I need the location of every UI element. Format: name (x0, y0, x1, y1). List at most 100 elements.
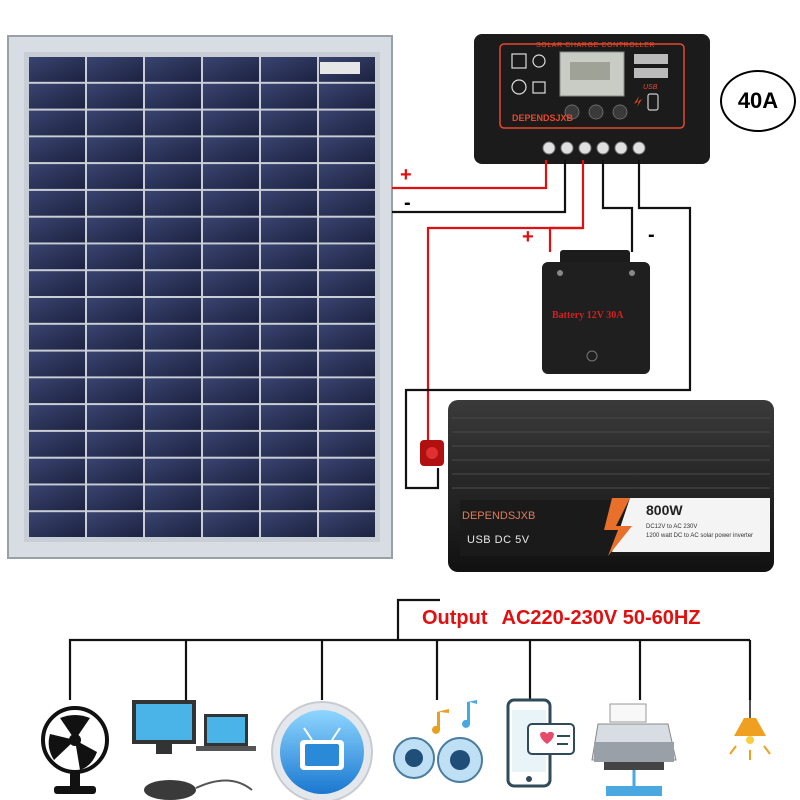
solar-cell (87, 378, 143, 404)
solar-cell (319, 244, 375, 270)
controller-button-2[interactable] (588, 104, 604, 120)
solar-cell (203, 485, 259, 511)
inverter-description-2: 1200 watt DC to AC solar power inverter (646, 533, 754, 539)
wire-battery-negative (601, 160, 634, 252)
solar-cell (319, 298, 375, 323)
solar-cell (145, 298, 201, 323)
solar-cell (261, 405, 317, 430)
controller-usb-label: USB (643, 84, 658, 91)
controller-button-3[interactable] (612, 104, 628, 120)
wire-inverter-negative (404, 160, 692, 490)
settings-gear-icon (532, 54, 546, 68)
wire-output (396, 598, 440, 640)
solar-cell (29, 244, 85, 270)
solar-cell (203, 378, 259, 404)
controller-button-1[interactable] (564, 104, 580, 120)
solar-cell (319, 217, 375, 243)
solar-cell (87, 485, 143, 511)
solar-cell (319, 485, 375, 511)
solar-cell (261, 431, 317, 457)
battery-positive-sign: + (522, 226, 534, 248)
solar-cell (261, 110, 317, 136)
solar-cell (203, 271, 259, 296)
solar-cell (203, 137, 259, 163)
wire-inverter-positive (426, 226, 583, 440)
solar-cell (145, 217, 201, 243)
lightning-icon (634, 96, 642, 107)
solar-cell (203, 324, 259, 350)
solar-cell (29, 57, 85, 82)
solar-cell (203, 458, 259, 484)
solar-cell (261, 351, 317, 377)
solar-cell (203, 431, 259, 457)
phone-icon (506, 698, 575, 788)
solar-cell (203, 57, 259, 82)
solar-cell (87, 83, 143, 109)
mode-icon (511, 53, 527, 69)
solar-cell (261, 485, 317, 511)
battery-terminal-positive (557, 270, 563, 276)
solar-cell (87, 190, 143, 216)
solar-cell (319, 110, 375, 136)
solar-cell (261, 298, 317, 323)
wiring (68, 160, 752, 700)
battery-label: Battery 12V 30A (552, 310, 624, 321)
solar-cell (261, 324, 317, 350)
inverter-brand: DEPENDSJXB (462, 510, 536, 522)
solar-cell (29, 137, 85, 163)
solar-cell (29, 83, 85, 109)
solar-cell (29, 110, 85, 136)
current-rating-text: 40A (737, 88, 779, 113)
solar-cell (261, 57, 317, 82)
controller-title: SOLAR CHARGE CONTROLLER (536, 42, 656, 49)
solar-cell (87, 351, 143, 377)
solar-cell (319, 190, 375, 216)
speaker-icon (393, 700, 483, 783)
output-bus-left (68, 638, 398, 700)
solar-cell (319, 405, 375, 430)
solar-cell (319, 378, 375, 404)
solar-cell (319, 458, 375, 484)
printer-icon (591, 703, 677, 796)
solar-cell (29, 485, 85, 511)
solar-cell (145, 271, 201, 296)
lcd-digits (570, 62, 610, 80)
solar-cell (203, 512, 259, 537)
solar-cell (203, 190, 259, 216)
charge-controller (474, 34, 710, 164)
solar-cell (29, 512, 85, 537)
solar-cell (319, 351, 375, 377)
battery (542, 250, 650, 374)
solar-cell (319, 271, 375, 296)
solar-cell (87, 244, 143, 270)
solar-cell (29, 190, 85, 216)
battery-negative-sign: - (648, 224, 655, 246)
phone-charge-icon (647, 93, 659, 111)
solar-cell (29, 351, 85, 377)
solar-cell (203, 405, 259, 430)
panel-positive-sign: + (400, 164, 412, 186)
battery-terminal-negative (629, 270, 635, 276)
solar-cell (29, 324, 85, 350)
solar-cell (87, 431, 143, 457)
panel-negative-sign: - (404, 192, 411, 214)
solar-cell (203, 244, 259, 270)
wire-battery-positive (548, 160, 585, 252)
solar-cell (145, 164, 201, 189)
usb-port-2 (634, 68, 668, 78)
battery-recycle-icon (586, 350, 598, 362)
output-title: Output (422, 607, 488, 629)
controller-terminals (542, 141, 646, 155)
solar-cell (203, 164, 259, 189)
solar-cell (29, 431, 85, 457)
solar-cell (87, 324, 143, 350)
solar-cell (145, 512, 201, 537)
solar-cell (87, 57, 143, 82)
lock-icon (532, 81, 546, 94)
solar-cell (29, 378, 85, 404)
solar-cell (261, 137, 317, 163)
panel-spec-sticker (320, 62, 360, 74)
inverter-description-1: DC12V to AC 230V (646, 524, 698, 530)
solar-cell (145, 351, 201, 377)
